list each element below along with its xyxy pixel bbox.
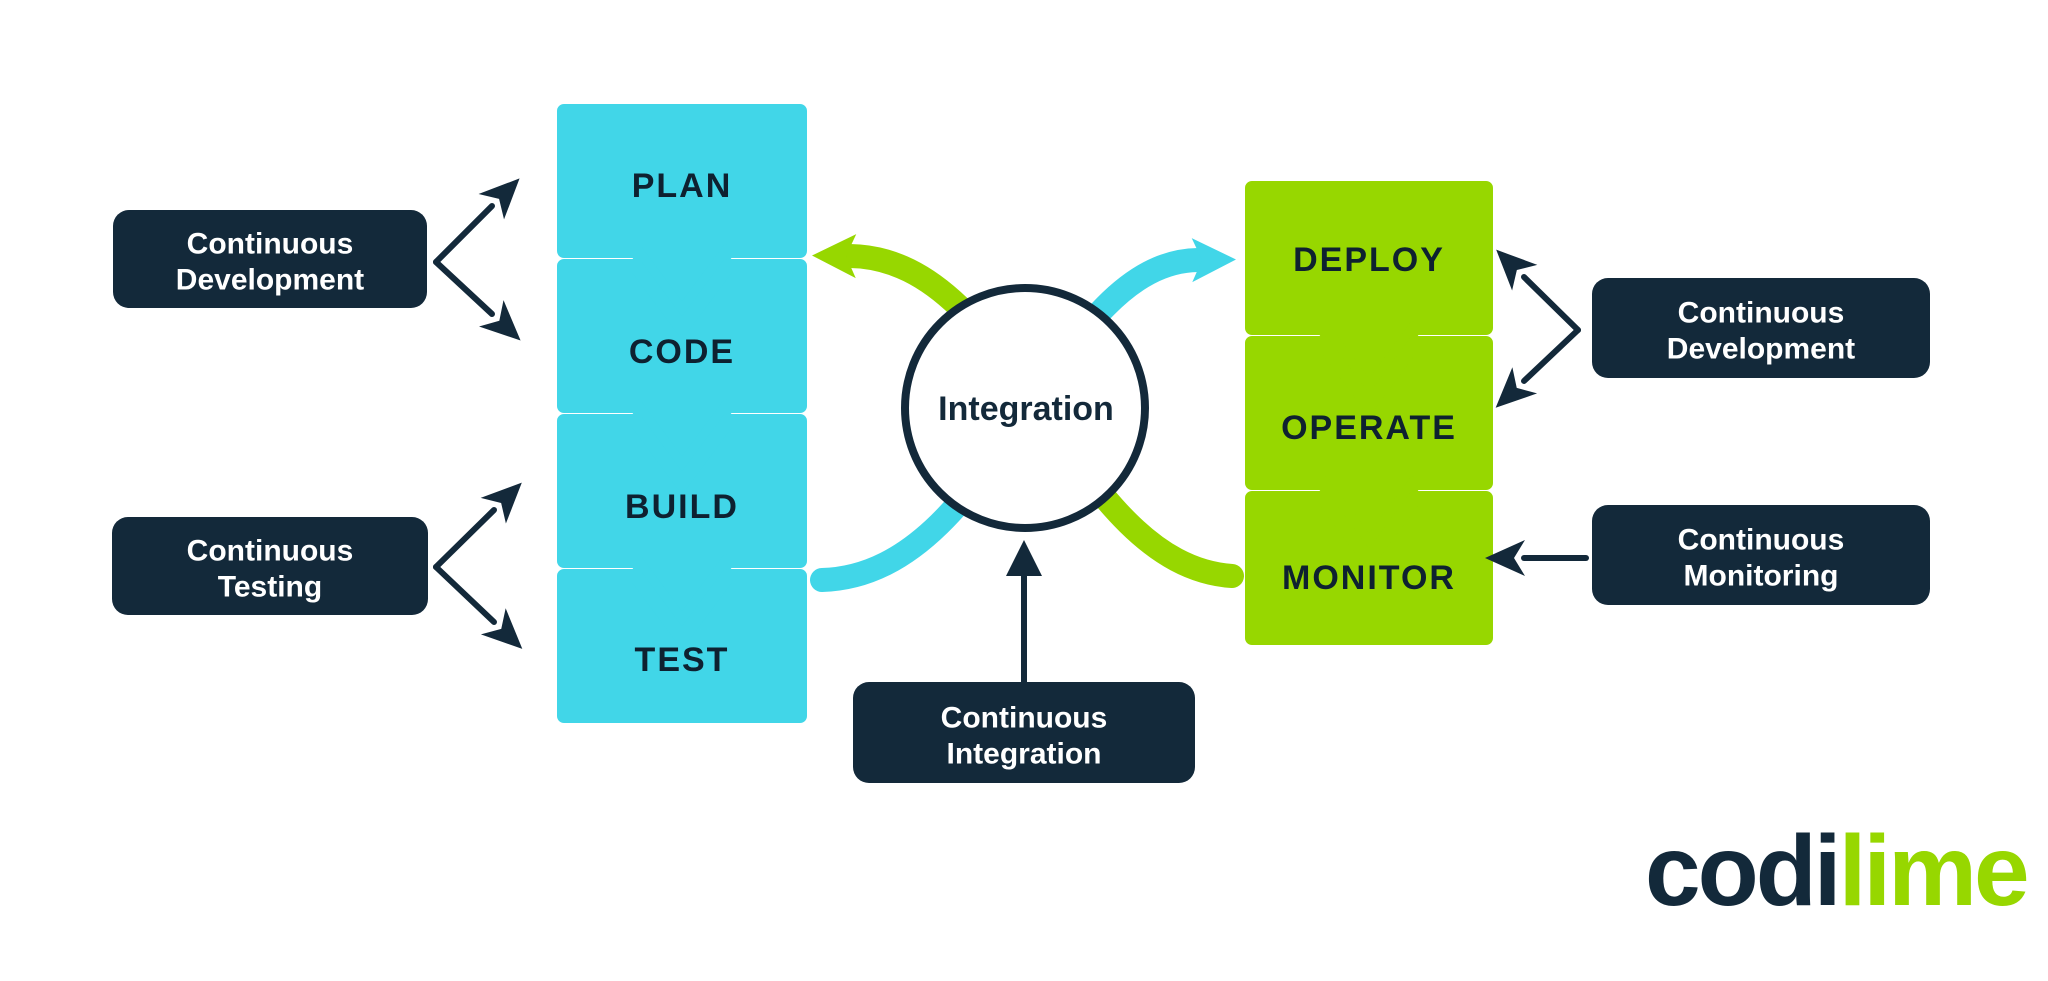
stage-box-operate [1245,336,1493,552]
label-line: Development [176,264,364,297]
logo-part-codi: codi [1645,815,1839,927]
arrow-testing-to-build [433,482,522,570]
stage-box-code [557,259,807,475]
label-line: Continuous [941,702,1108,735]
stage-label-test: TEST [635,641,730,679]
label-line: Testing [218,571,322,604]
label-box-continuous-development-left [113,210,427,308]
ops-stage-column: DEPLOY OPERATE MONITOR [1245,181,1493,645]
label-line: Continuous [1678,524,1845,557]
arrow-dev-to-plan [433,178,520,265]
stage-label-build: BUILD [625,488,739,526]
arrow-dev-to-code [433,259,521,341]
label-box-continuous-monitoring [1592,505,1930,605]
logo-part-lime: lime [1839,815,2027,927]
stage-box-build [557,414,807,630]
stage-label-operate: OPERATE [1281,409,1457,447]
label-line: Continuous [1678,297,1845,330]
arrow-devright-to-deploy [1496,249,1581,333]
stage-box-deploy [1245,181,1493,397]
integration-circle [901,284,1149,532]
stage-box-test [557,569,807,723]
stage-label-code: CODE [629,333,735,371]
label-line: Integration [947,738,1102,771]
connector-arrows [433,178,1589,685]
stage-box-plan [557,104,807,320]
integration-label: Integration [938,390,1114,428]
label-line: Continuous [187,228,354,261]
codilime-logo: codilime [1645,815,2027,927]
stage-label-monitor: MONITOR [1282,559,1456,597]
label-box-continuous-integration [853,682,1195,783]
stage-box-monitor [1245,491,1493,645]
label-line: Development [1667,333,1855,366]
arrow-devright-to-operate [1495,327,1581,408]
connector-labels: Continuous Development Continuous Testin… [112,210,1930,783]
label-line: Continuous [187,535,354,568]
stage-label-plan: PLAN [632,167,733,205]
dev-stage-column: PLAN CODE BUILD TEST [557,104,807,723]
label-line: Monitoring [1684,560,1839,593]
stage-label-deploy: DEPLOY [1293,241,1445,279]
label-box-continuous-development-right [1592,278,1930,378]
label-box-continuous-testing [112,517,428,615]
arrow-testing-to-test [433,564,523,649]
